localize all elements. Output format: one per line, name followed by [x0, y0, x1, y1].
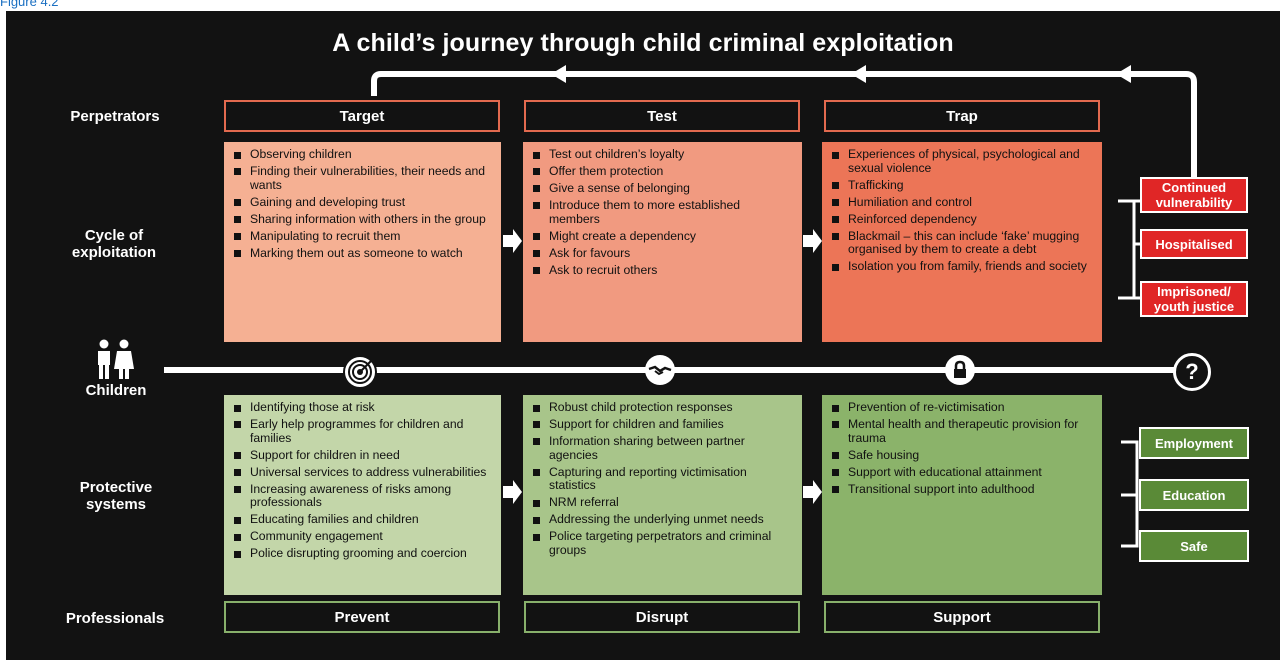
list-item: Sharing information with others in the g… [232, 212, 493, 227]
outcome-hospitalised: Hospitalised [1140, 229, 1248, 259]
list-item: Ask for favours [531, 246, 794, 261]
list-item: Police targeting perpetrators and crimin… [531, 529, 794, 557]
list-item: Addressing the underlying unmet needs [531, 513, 794, 527]
list-item: Might create a dependency [531, 229, 794, 244]
list-item: Humiliation and control [830, 195, 1094, 210]
protective-box-disrupt: Robust child protection responses Suppor… [523, 395, 802, 595]
outcome-employment: Employment [1139, 427, 1249, 459]
list-item: Transitional support into adulthood [830, 482, 1094, 497]
label-professionals: Professionals [65, 610, 165, 627]
handshake-icon [645, 355, 675, 385]
list-item: Support with educational attainment [830, 465, 1094, 480]
list-item: Gaining and developing trust [232, 195, 493, 210]
outcome-imprisoned-youth-justice: Imprisoned/ youth justice [1140, 281, 1248, 317]
label-cycle-of-exploitation: Cycle of exploitation [71, 227, 157, 261]
list-item: Test out children’s loyalty [531, 147, 794, 162]
cycle-box-test: Test out children’s loyalty Offer them p… [523, 142, 802, 342]
list-item: Isolation you from family, friends and s… [830, 260, 1094, 274]
diagram-title: A child’s journey through child criminal… [332, 29, 954, 57]
list-item: Offer them protection [531, 164, 794, 179]
diagram-panel: A child’s journey through child criminal… [6, 11, 1280, 660]
protective-box-support: Prevention of re-victimisation Mental he… [822, 395, 1102, 595]
list-item: NRM referral [531, 496, 794, 510]
outcome-continued-vulnerability: Continued vulnerability [1140, 177, 1248, 213]
list-item: Mental health and therapeutic provision … [830, 417, 1094, 445]
figure-label: Figure 4.2 [0, 0, 59, 9]
target-icon [343, 355, 377, 389]
list-item: Observing children [232, 147, 493, 162]
list-item: Finding their vulnerabilities, their nee… [232, 164, 493, 192]
list-item: Reinforced dependency [830, 212, 1094, 227]
outcome-safe: Safe [1139, 530, 1249, 562]
protective-box-prevent: Identifying those at risk Early help pro… [224, 395, 501, 595]
list-item: Robust child protection responses [531, 400, 794, 415]
children-icon [98, 339, 134, 379]
padlock-icon [945, 355, 975, 385]
stage-prevent: Prevent [224, 601, 500, 633]
list-item: Prevention of re-victimisation [830, 400, 1094, 415]
cycle-box-trap: Experiences of physical, psychological a… [822, 142, 1102, 342]
question-mark-icon: ? [1173, 353, 1211, 391]
list-item: Experiences of physical, psychological a… [830, 147, 1094, 175]
list-item: Universal services to address vulnerabil… [232, 465, 493, 480]
list-item: Trafficking [830, 178, 1094, 193]
list-item: Blackmail – this can include ‘fake’ mugg… [830, 229, 1094, 257]
stage-trap: Trap [824, 100, 1100, 132]
stage-target: Target [224, 100, 500, 132]
list-item: Community engagement [232, 529, 493, 544]
list-item: Manipulating to recruit them [232, 229, 493, 244]
list-item: Safe housing [830, 448, 1094, 463]
list-item: Information sharing between partner agen… [531, 434, 794, 462]
stage-disrupt: Disrupt [524, 601, 800, 633]
list-item: Introduce them to more established membe… [531, 198, 794, 226]
list-item: Marking them out as someone to watch [232, 246, 493, 261]
list-item: Increasing awareness of risks among prof… [232, 482, 493, 510]
stage-support: Support [824, 601, 1100, 633]
list-item: Support for children in need [232, 448, 493, 463]
label-protective-systems: Protective systems [79, 479, 153, 513]
list-item: Educating families and children [232, 513, 493, 527]
outcome-education: Education [1139, 479, 1249, 511]
list-item: Police disrupting grooming and coercion [232, 546, 493, 561]
cycle-box-target: Observing children Finding their vulnera… [224, 142, 501, 342]
list-item: Support for children and families [531, 417, 794, 432]
stage-test: Test [524, 100, 800, 132]
label-perpetrators: Perpetrators [70, 108, 160, 125]
list-item: Ask to recruit others [531, 263, 794, 278]
list-item: Early help programmes for children and f… [232, 417, 493, 445]
label-children: Children [85, 382, 147, 399]
list-item: Capturing and reporting victimisation st… [531, 465, 794, 493]
list-item: Identifying those at risk [232, 400, 493, 415]
list-item: Give a sense of belonging [531, 181, 794, 196]
